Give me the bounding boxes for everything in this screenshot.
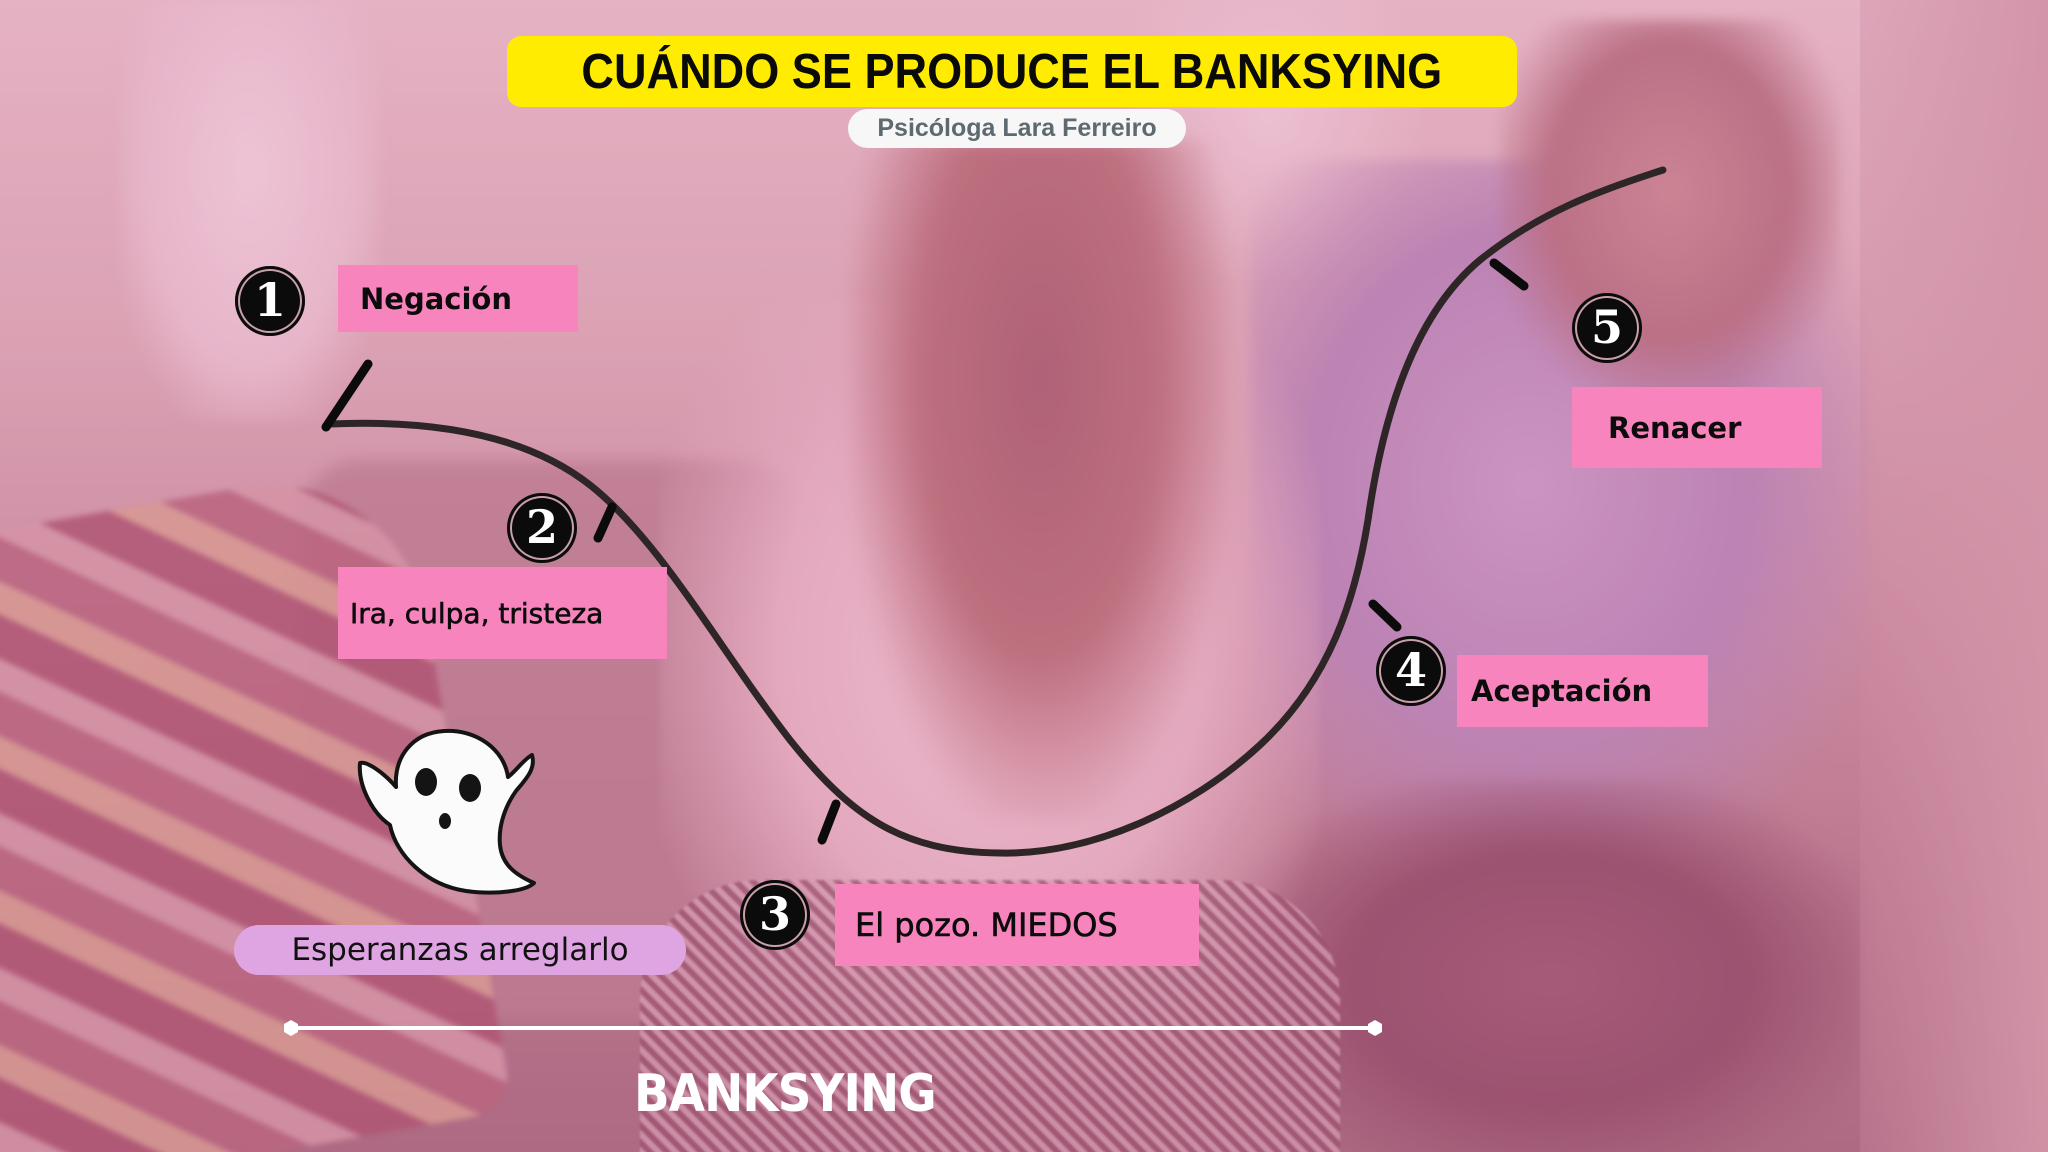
- stage-label-renacer: Renacer: [1572, 387, 1822, 468]
- stage-label-aceptacion: Aceptación: [1457, 655, 1708, 727]
- stage-label-negacion: Negación: [338, 265, 578, 332]
- timeline-end-dot: [1368, 1020, 1382, 1036]
- title-banner: CUÁNDO SE PRODUCE EL BANKSYING: [507, 36, 1517, 107]
- step-1-badge: 1: [235, 266, 305, 336]
- step-3-badge: 3: [740, 880, 810, 950]
- hope-label: Esperanzas arreglarlo: [291, 932, 629, 968]
- page-title: CUÁNDO SE PRODUCE EL BANKSYING: [581, 44, 1443, 99]
- step-4-badge: 4: [1376, 636, 1446, 706]
- stage-label-ira: Ira, culpa, tristeza: [338, 567, 667, 659]
- footer-title: BANKSYING: [634, 1064, 937, 1124]
- step-2-badge: 2: [507, 493, 577, 563]
- stage-label-pozo: El pozo. MIEDOS: [835, 884, 1199, 966]
- timeline-line: [284, 1020, 1382, 1036]
- timeline-start-dot: [284, 1020, 298, 1036]
- author-subtitle: Psicóloga Lara Ferreiro: [877, 114, 1157, 142]
- ghost-icon: [357, 728, 536, 895]
- subtitle-pill: Psicóloga Lara Ferreiro: [848, 109, 1186, 148]
- hope-pill: Esperanzas arreglarlo: [234, 925, 686, 975]
- step-5-badge: 5: [1572, 293, 1642, 363]
